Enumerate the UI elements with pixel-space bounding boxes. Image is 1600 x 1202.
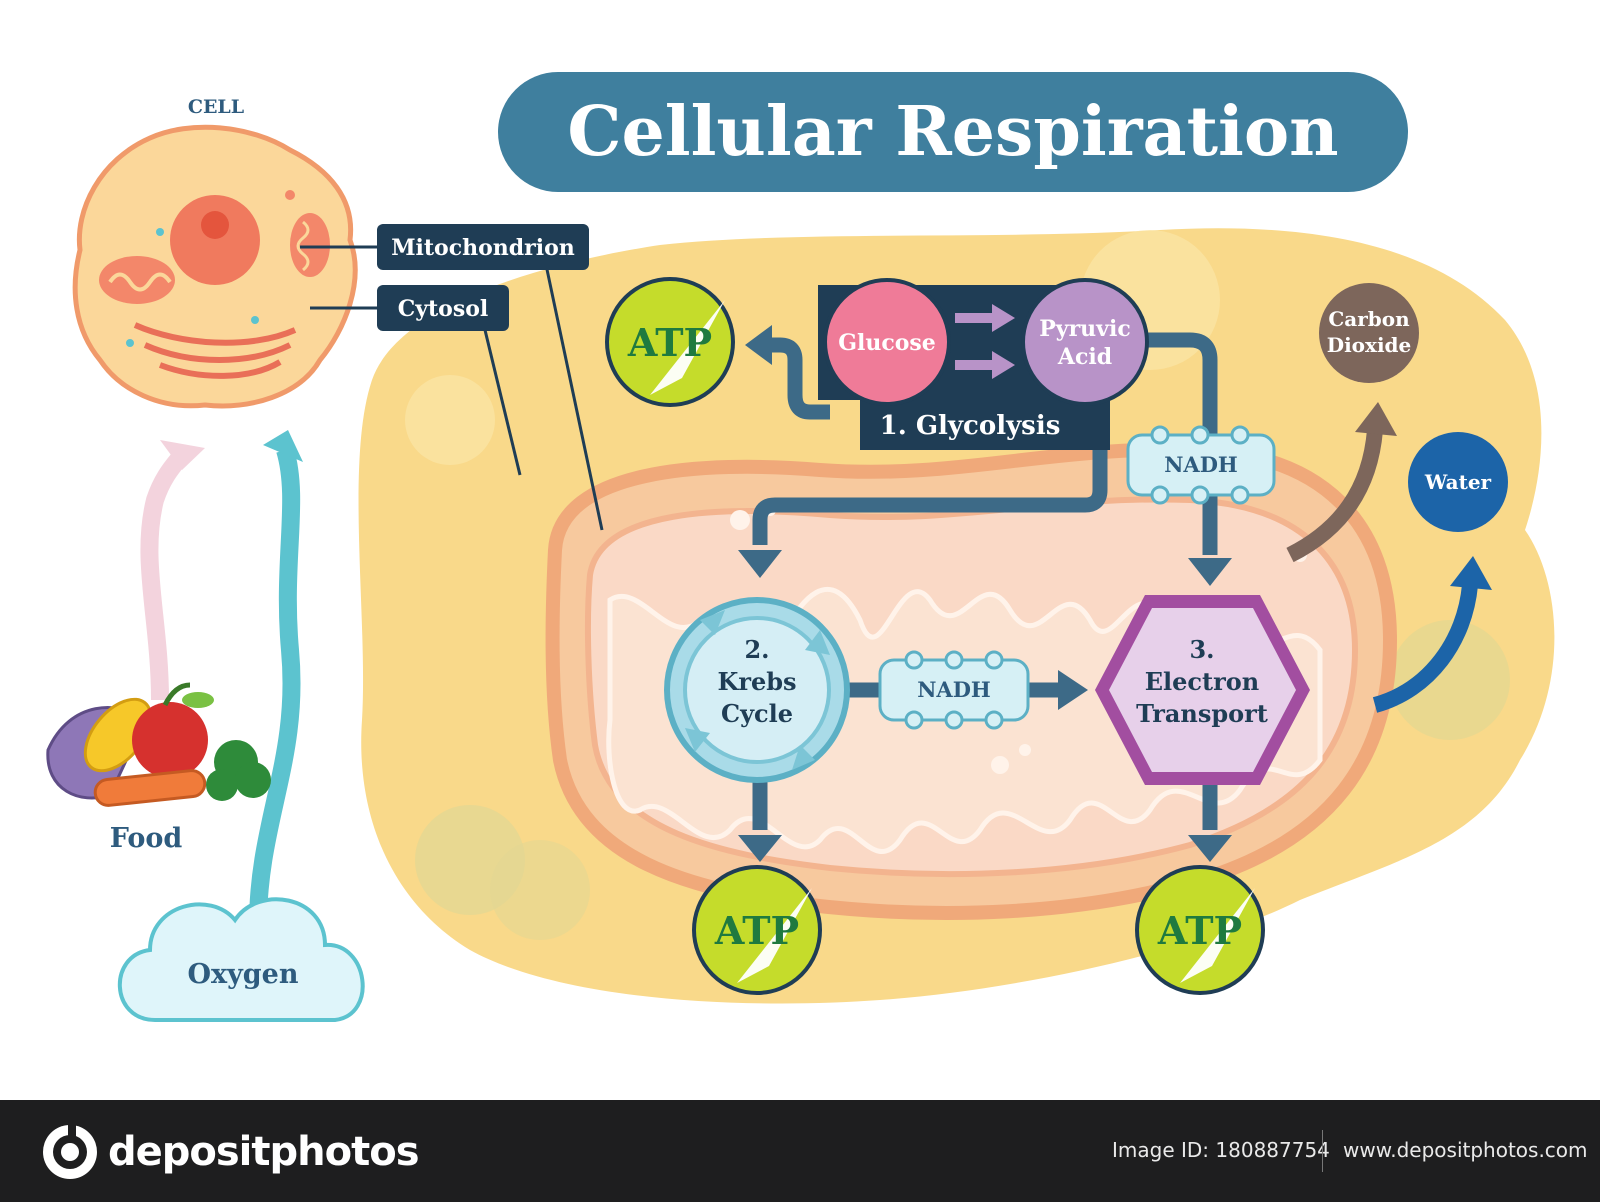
- nadh-middle-label: NADH: [917, 677, 991, 702]
- site-link[interactable]: www.depositphotos.com: [1343, 1138, 1588, 1162]
- image-id-text: Image ID: 180887754: [1112, 1138, 1330, 1162]
- atp-badge-electron-transport: ATP: [1135, 865, 1265, 995]
- pyruvic-acid-label-line1: Pyruvic: [1039, 316, 1130, 342]
- carbon-dioxide-node: Carbon Dioxide: [1319, 283, 1419, 383]
- carbon-dioxide-arrow: [1286, 402, 1397, 563]
- carbon-dioxide-label-line1: Carbon: [1328, 307, 1410, 331]
- cellular-respiration-diagram: Cellular Respiration CELL Mitochondrion …: [46, 72, 1555, 1022]
- pyruvic-acid-label-line2: Acid: [1057, 344, 1112, 370]
- krebs-label-line1: Krebs: [717, 667, 796, 696]
- oxygen-cloud: Oxygen: [117, 897, 365, 1022]
- depositphotos-logo-icon: [43, 1124, 97, 1179]
- electron-transport-number: 3.: [1189, 635, 1214, 664]
- glycolysis-label: 1. Glycolysis: [880, 411, 1061, 441]
- atp-badge-glycolysis: ATP: [605, 277, 735, 407]
- krebs-number: 2.: [744, 635, 769, 664]
- oxygen-label: Oxygen: [188, 959, 299, 990]
- nadh-carrier-top: NADH: [1126, 425, 1276, 505]
- glucose-node: Glucose: [823, 278, 951, 406]
- food-illustration: [46, 682, 271, 807]
- krebs-label-line2: Cycle: [721, 699, 793, 728]
- cytosol-callout: Cytosol: [377, 285, 509, 331]
- nadh-carrier-middle: NADH: [878, 650, 1030, 730]
- electron-transport-label-line2: Transport: [1136, 699, 1268, 728]
- stock-footer-bar: depositphotos Image ID: 180887754 www.de…: [0, 1100, 1600, 1202]
- food-arrow: [140, 440, 205, 701]
- page-title: Cellular Respiration: [567, 92, 1338, 172]
- atp-badge-krebs: ATP: [692, 865, 822, 995]
- oxygen-arrow: [249, 430, 303, 926]
- atp-label-glycolysis: ATP: [627, 320, 712, 365]
- mitochondrion-callout-label: Mitochondrion: [391, 235, 575, 261]
- glucose-to-pyruvic-arrows: [955, 313, 995, 370]
- pyruvic-acid-node: Pyruvic Acid: [1021, 278, 1149, 406]
- cell-illustration: CELL: [72, 96, 358, 409]
- water-arrow: [1372, 556, 1492, 713]
- food-label: Food: [110, 823, 183, 854]
- krebs-cycle-node: 2. Krebs Cycle: [664, 597, 850, 783]
- lightning-icon: [1180, 888, 1255, 983]
- glucose-label: Glucose: [838, 330, 936, 356]
- atp-label-electron-transport: ATP: [1157, 908, 1242, 953]
- mitochondrion-callout: Mitochondrion: [377, 224, 589, 270]
- pathway-arrows: [752, 332, 1218, 830]
- water-node: Water: [1408, 432, 1508, 532]
- cell-label: CELL: [188, 96, 244, 118]
- cytosol-callout-label: Cytosol: [398, 296, 489, 322]
- title-banner: Cellular Respiration: [498, 72, 1408, 192]
- brand-wordmark: depositphotos: [108, 1129, 420, 1175]
- lightning-icon: [650, 300, 725, 395]
- nadh-top-label: NADH: [1164, 452, 1238, 477]
- atp-label-krebs: ATP: [714, 908, 799, 953]
- glucose-to-pyruvic-arrowheads: [992, 304, 1015, 379]
- water-label: Water: [1424, 470, 1492, 494]
- brand-logo[interactable]: depositphotos: [42, 1122, 420, 1182]
- footer-divider: [1322, 1130, 1323, 1172]
- lightning-icon: [737, 888, 812, 983]
- carbon-dioxide-label-line2: Dioxide: [1327, 333, 1412, 357]
- pathway-arrowheads: [738, 325, 1232, 862]
- callout-lines: [300, 245, 604, 531]
- electron-transport-node: 3. Electron Transport: [1095, 595, 1310, 785]
- electron-transport-label-line1: Electron: [1145, 667, 1259, 696]
